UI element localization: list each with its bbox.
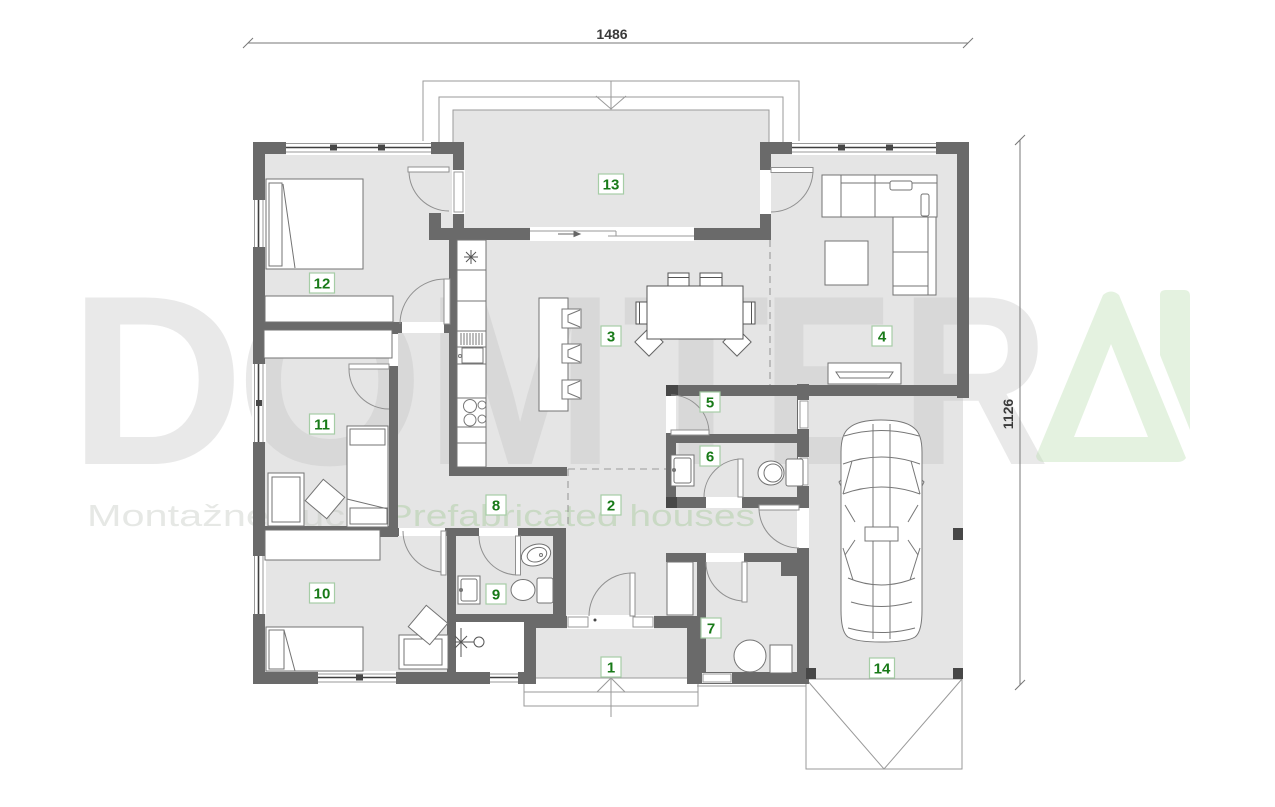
svg-text:8: 8 [492, 498, 500, 515]
svg-text:2: 2 [607, 498, 615, 515]
svg-text:3: 3 [607, 329, 615, 346]
svg-text:D: D [69, 246, 244, 516]
svg-text:7: 7 [707, 621, 715, 638]
svg-text:10: 10 [314, 586, 331, 603]
svg-text:4: 4 [878, 329, 887, 346]
svg-text:13: 13 [603, 177, 620, 194]
svg-text:14: 14 [874, 661, 891, 678]
svg-text:6: 6 [706, 449, 714, 466]
svg-text:12: 12 [314, 276, 331, 293]
svg-text:5: 5 [706, 395, 714, 412]
svg-text:1126: 1126 [1000, 399, 1016, 430]
svg-text:11: 11 [314, 417, 330, 434]
svg-text:9: 9 [492, 587, 500, 604]
svg-text:1486: 1486 [596, 26, 627, 42]
svg-text:1: 1 [607, 660, 615, 677]
